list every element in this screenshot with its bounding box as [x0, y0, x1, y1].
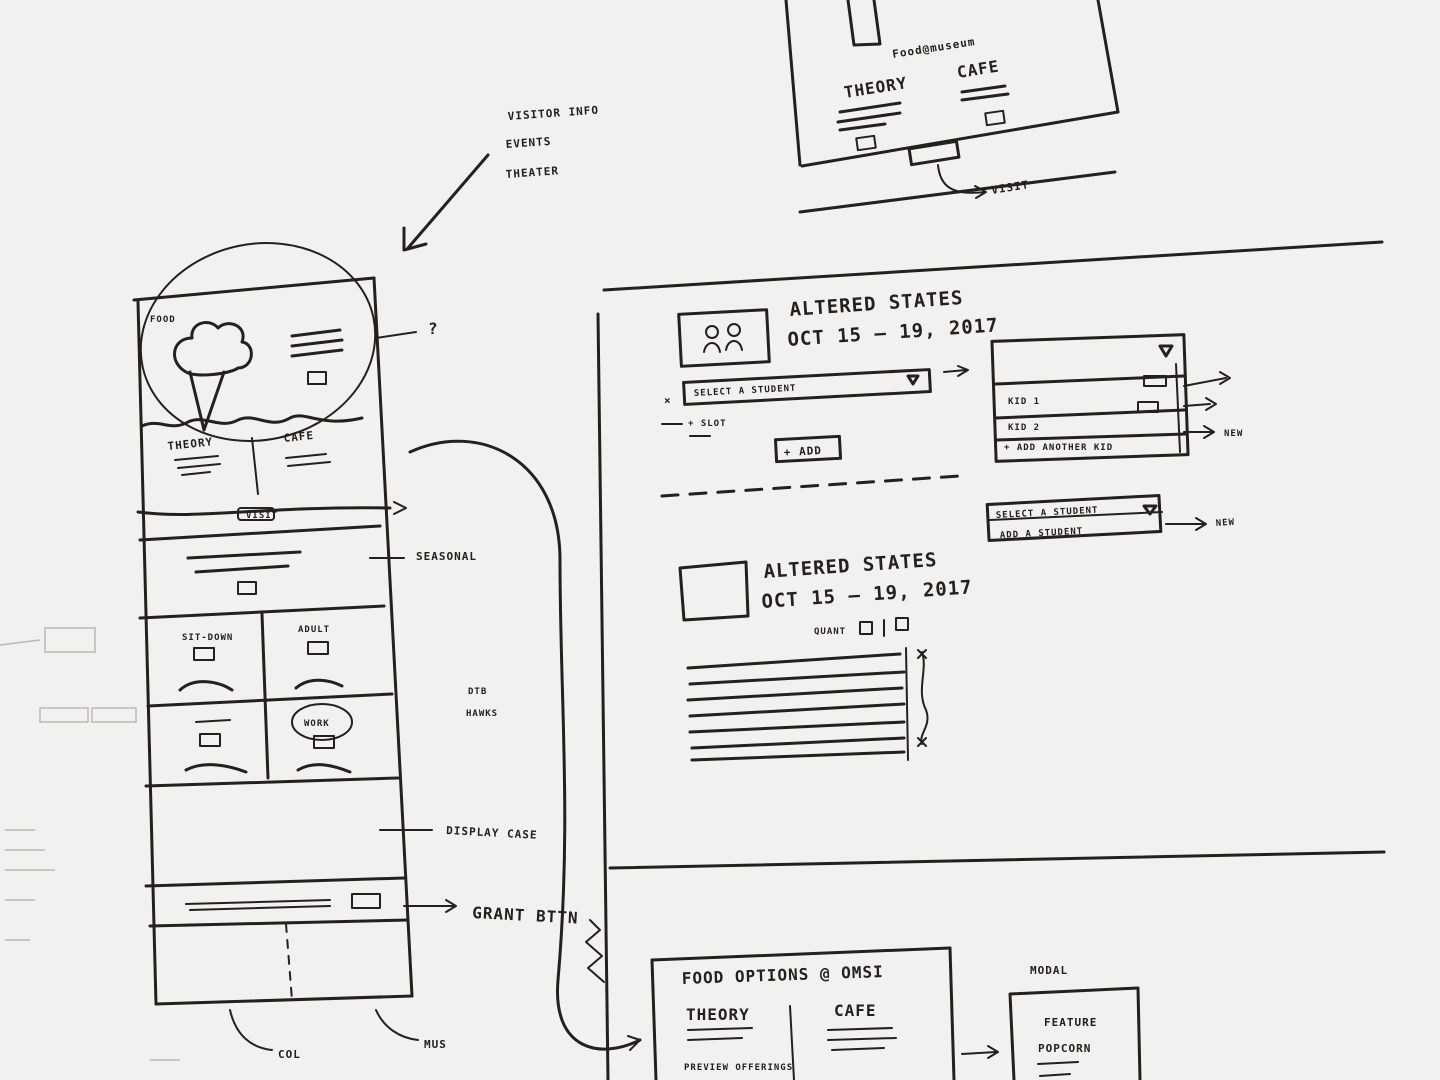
cell-work: WORK: [304, 719, 330, 729]
display-case-label: DISPLAY CASE: [446, 824, 538, 842]
dtb-note-line1: DTB: [468, 687, 487, 697]
select-student-dropdown-2[interactable]: SELECT A STUDENT: [996, 506, 1099, 521]
mobile-wireframe: FOOD ? THEORY CAFE VISIT SEASONAL SIT-DO…: [132, 242, 642, 1061]
col-note: COL: [278, 1048, 301, 1061]
nav-visitor-info: VISITOR INFO: [507, 104, 599, 123]
top-sketch: Food@museum THEORY CAFE VISIT: [784, 0, 1120, 214]
top-sketch-col-right: CAFE: [956, 57, 1001, 82]
mobile-col-right: CAFE: [283, 429, 315, 445]
add-a-student-option[interactable]: ADD A STUDENT: [1000, 527, 1084, 541]
seasonal-label: SEASONAL: [416, 550, 477, 563]
dtb-note-line2: HAWKS: [466, 709, 498, 719]
cell-sit-down: SIT-DOWN: [182, 633, 233, 643]
preview-offerings-note: PREVIEW OFFERINGS: [684, 1063, 793, 1073]
hero-label: FOOD: [150, 315, 176, 325]
top-sketch-col-left: THEORY: [843, 73, 909, 102]
new-label-1: NEW: [1224, 429, 1243, 439]
event2-dates: OCT 15 — 19, 2017: [761, 576, 973, 613]
nav-note: VISITOR INFO EVENTS THEATER: [402, 104, 599, 252]
top-sketch-header: Food@museum: [891, 35, 976, 61]
form-wireframe: ALTERED STATES OCT 15 — 19, 2017 × SELEC…: [596, 240, 1386, 1080]
new-label-2: NEW: [1216, 518, 1236, 529]
event2-title: ALTERED STATES: [763, 549, 938, 583]
bottom-col-right: CAFE: [834, 1001, 877, 1020]
modal-label: MODAL: [1030, 964, 1068, 977]
event-title: ALTERED STATES: [789, 287, 964, 321]
dropdown-kid-1[interactable]: KID 1: [1008, 397, 1040, 407]
add-button[interactable]: + ADD: [783, 444, 822, 459]
nav-theater: THEATER: [505, 164, 559, 181]
dropdown-kid-2[interactable]: KID 2: [1008, 423, 1040, 433]
modal-line-1: FEATURE: [1044, 1016, 1097, 1029]
bottom-wireframe: FOOD OPTIONS @ OMSI THEORY CAFE PREVIEW …: [650, 946, 1142, 1080]
food-options-title: FOOD OPTIONS @ OMSI: [681, 962, 884, 988]
quant-label: QUANT: [814, 627, 846, 637]
mus-note: MUS: [424, 1038, 447, 1051]
bottom-col-left: THEORY: [686, 1005, 750, 1024]
faint-background-marks: [0, 627, 180, 1061]
select-student-dropdown[interactable]: SELECT A STUDENT: [694, 384, 797, 399]
nav-events: EVENTS: [505, 135, 552, 151]
remove-slot-x[interactable]: ×: [664, 394, 672, 407]
modal-line-2: POPCORN: [1038, 1042, 1091, 1055]
add-slot-link[interactable]: + SLOT: [688, 419, 727, 429]
event-dates: OCT 15 — 19, 2017: [787, 314, 999, 351]
mobile-visit-button: VISIT: [246, 511, 278, 521]
cell-adult: ADULT: [298, 625, 330, 635]
dropdown-add-another-kid[interactable]: + ADD ANOTHER KID: [1004, 443, 1113, 453]
mobile-col-left: THEORY: [167, 435, 214, 453]
question-mark: ?: [428, 319, 439, 338]
